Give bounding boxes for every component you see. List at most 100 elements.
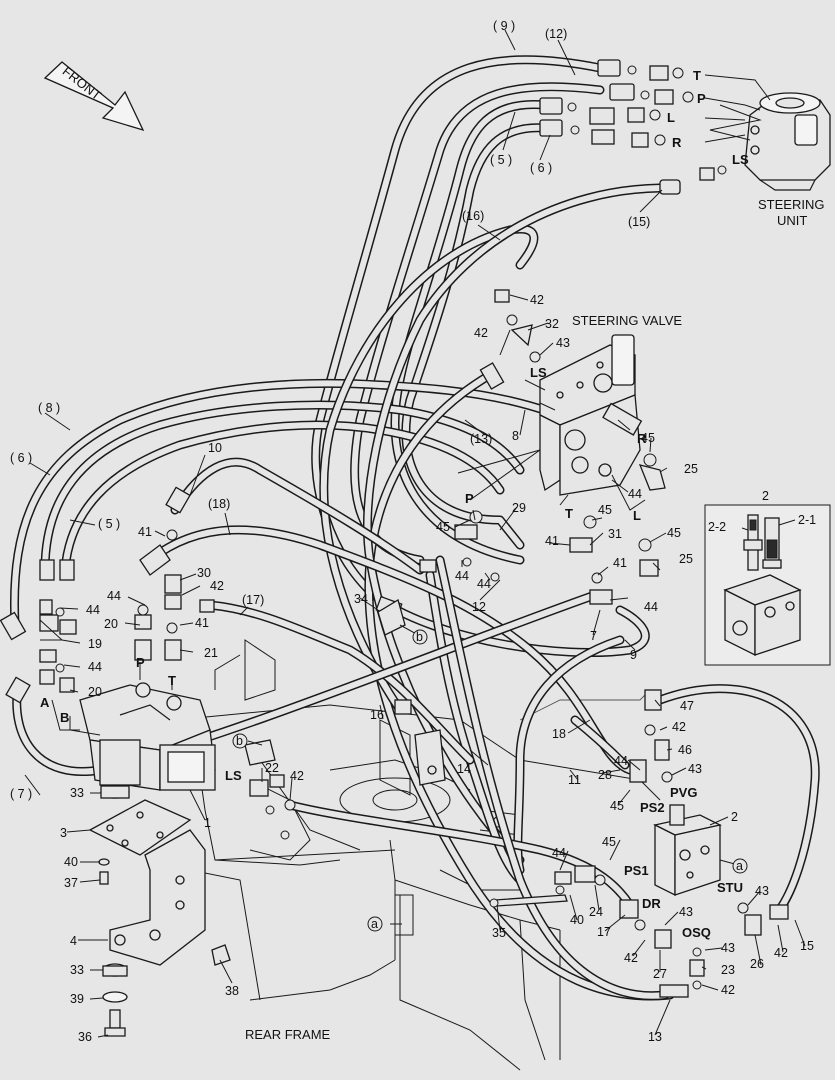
callout-12: 12 xyxy=(472,600,486,614)
callout-31: 31 xyxy=(608,527,622,541)
ref-a-right: a xyxy=(736,859,743,873)
priority-valve-block xyxy=(489,689,789,998)
callout-44h: 44 xyxy=(614,754,628,768)
callout-45f: 45 xyxy=(602,835,616,849)
callout-29: 29 xyxy=(512,501,526,515)
callout-44c: 44 xyxy=(88,660,102,674)
callout-inset-2: 2 xyxy=(762,489,769,503)
callout-42g: 42 xyxy=(721,983,735,997)
callout-28: 28 xyxy=(598,768,612,782)
callout-43e: 43 xyxy=(755,884,769,898)
callout-41b: 41 xyxy=(195,616,209,630)
callout-42e: 42 xyxy=(672,720,686,734)
port-T-left: T xyxy=(168,673,176,688)
callout-c6-left: ( 6 ) xyxy=(10,451,32,465)
port-L-valve: L xyxy=(633,508,641,523)
port-LS-left: LS xyxy=(225,768,242,783)
callout-14: 14 xyxy=(457,762,471,776)
steering-unit xyxy=(704,74,831,191)
steering-valve xyxy=(419,289,666,605)
callout-44i: 44 xyxy=(552,846,566,860)
callout-c16: (16) xyxy=(462,209,484,223)
callout-c7: ( 7 ) xyxy=(10,787,32,801)
rear-frame-title: REAR FRAME xyxy=(245,1027,331,1042)
callout-45d: 45 xyxy=(641,431,655,445)
callout-41a: 41 xyxy=(138,525,152,539)
steering-unit-title-1: STEERING xyxy=(758,197,824,212)
callout-40b: 40 xyxy=(570,913,584,927)
callout-25a: 25 xyxy=(679,552,693,566)
callout-c5-left: ( 5 ) xyxy=(98,517,120,531)
callout-c5-top: ( 5 ) xyxy=(490,153,512,167)
callout-c9: ( 9 ) xyxy=(493,19,515,33)
callout-c12: (12) xyxy=(545,27,567,41)
callout-c18: (18) xyxy=(208,497,230,511)
steering-valve-title: STEERING VALVE xyxy=(572,313,682,328)
port-OSQ: OSQ xyxy=(682,925,711,940)
callout-4: 4 xyxy=(70,934,77,948)
callout-23: 23 xyxy=(721,963,735,977)
callout-17: 17 xyxy=(597,925,611,939)
callout-40a: 40 xyxy=(64,855,78,869)
callout-2: 2 xyxy=(731,810,738,824)
callout-3: 3 xyxy=(60,826,67,840)
callout-42h: 42 xyxy=(774,946,788,960)
brackets xyxy=(244,599,446,786)
front-arrow-icon: FRONT xyxy=(43,61,145,132)
callout-42c: 42 xyxy=(530,293,544,307)
callout-27: 27 xyxy=(653,967,667,981)
port-PS2: PS2 xyxy=(640,800,665,815)
callout-13: 13 xyxy=(648,1030,662,1044)
callout-34: 34 xyxy=(354,592,368,606)
callout-44e: 44 xyxy=(477,577,491,591)
callout-42b: 42 xyxy=(290,769,304,783)
port-B: B xyxy=(60,710,69,725)
ref-b-left: b xyxy=(236,734,243,748)
callout-35: 35 xyxy=(492,926,506,940)
port-L-top: L xyxy=(667,110,675,125)
callout-44f: 44 xyxy=(644,600,658,614)
callout-11: 11 xyxy=(568,773,581,787)
callout-c15: (15) xyxy=(628,215,650,229)
callout-10: 10 xyxy=(208,441,222,455)
inset-valve-2 xyxy=(704,504,831,666)
port-R-top: R xyxy=(672,135,682,150)
callout-43d: 43 xyxy=(721,941,735,955)
callout-21: 21 xyxy=(204,646,218,660)
callout-42f: 42 xyxy=(624,951,638,965)
port-T-top: T xyxy=(693,68,701,83)
callout-45c: 45 xyxy=(667,526,681,540)
port-R-valve: R xyxy=(637,431,647,446)
port-P-top: P xyxy=(697,91,706,106)
callout-33b: 33 xyxy=(70,963,84,977)
callout-47: 47 xyxy=(680,699,694,713)
callout-7: 7 xyxy=(590,629,597,643)
port-T-valve: T xyxy=(565,506,573,521)
callout-26: 26 xyxy=(750,957,764,971)
port-PS1: PS1 xyxy=(624,863,649,878)
callout-22: 22 xyxy=(265,761,279,775)
callout-42a: 42 xyxy=(210,579,224,593)
port-LS-valve: LS xyxy=(530,365,547,380)
callout-38: 38 xyxy=(225,984,239,998)
callout-2-1: 2-1 xyxy=(798,513,816,527)
callout-43a: 43 xyxy=(556,336,570,350)
callout-2-2: 2-2 xyxy=(708,520,726,534)
callout-19: 19 xyxy=(88,637,102,651)
callout-c8: ( 8 ) xyxy=(38,401,60,415)
callout-36: 36 xyxy=(78,1030,92,1044)
callouts: ( 9 ) (12) ( 5 ) ( 6 ) (15) (16) (13) ( … xyxy=(10,19,824,1044)
leader-lines xyxy=(24,29,806,1038)
callout-c6-top: ( 6 ) xyxy=(530,161,552,175)
callout-44d: 44 xyxy=(455,569,469,583)
port-DR: DR xyxy=(642,896,661,911)
callout-32: 32 xyxy=(545,317,559,331)
callout-c13: (13) xyxy=(470,432,492,446)
callout-33a: 33 xyxy=(70,786,84,800)
callout-30: 30 xyxy=(197,566,211,580)
callout-9: 9 xyxy=(630,648,637,662)
callout-44g: 44 xyxy=(628,487,642,501)
callout-41c: 41 xyxy=(545,534,559,548)
callout-39: 39 xyxy=(70,992,84,1006)
callout-20a: 20 xyxy=(104,617,118,631)
